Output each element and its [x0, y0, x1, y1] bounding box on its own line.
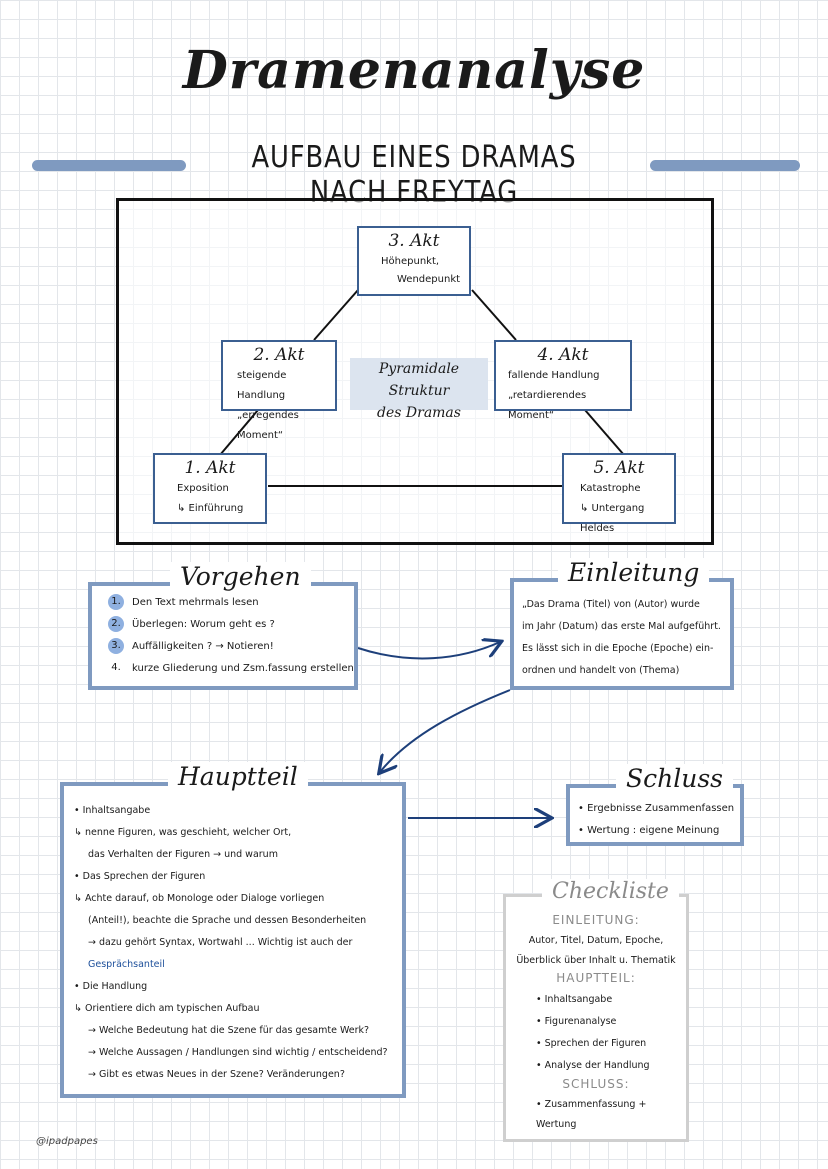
- schluss-line-2: • Wertung : eigene Meinung: [578, 825, 720, 836]
- akt3-head: 3. Akt: [388, 231, 440, 251]
- akt4-line-1: fallende Handlung: [508, 370, 600, 381]
- connector-4-5: [584, 409, 625, 456]
- vorgehen-item-2: 2.Überlegen: Worum geht es ?: [108, 614, 354, 636]
- einleitung-head: Einleitung: [558, 558, 710, 587]
- vorgehen-head: Vorgehen: [170, 562, 311, 591]
- akt2-head: 2. Akt: [253, 345, 305, 365]
- akt2-line-1: steigende Handlung: [237, 370, 287, 401]
- einleitung-line-4: ordnen und handelt von (Thema): [522, 665, 680, 676]
- hauptteil-line-2: ↳ nenne Figuren, was geschieht, welcher …: [74, 827, 292, 838]
- hauptteil-line-7: → dazu gehört Syntax, Wortwahl ... Wicht…: [88, 937, 353, 948]
- page-title: Dramenanalyse: [182, 40, 646, 101]
- checkliste-einleitung-line-1: Autor, Titel, Datum, Epoche,: [528, 935, 664, 946]
- checkliste-hauptteil-line-1: • Inhaltsangabe: [536, 994, 613, 1005]
- hauptteil-line-10: ↳ Orientiere dich am typischen Aufbau: [74, 1003, 260, 1014]
- checkliste-head: Checkliste: [542, 879, 679, 904]
- header-bar-left: [32, 160, 186, 171]
- einleitung-line-2: im Jahr (Datum) das erste Mal aufgeführt…: [522, 621, 721, 632]
- akt3-line-2: Wendepunkt: [397, 274, 461, 285]
- akt5-head: 5. Akt: [593, 458, 645, 478]
- checkliste-schluss-line-1: • Zusammenfassung + Wertung: [536, 1099, 647, 1130]
- akt1-head: 1. Akt: [184, 458, 236, 478]
- hauptteil-line-1: • Inhaltsangabe: [74, 805, 151, 816]
- checkliste-schluss-label: SCHLUSS:: [562, 1077, 630, 1091]
- akt2-line-2: „erregendes Moment“: [237, 410, 299, 441]
- arrow-vorgehen-einleitung: [357, 642, 500, 660]
- einleitung-line-3: Es lässt sich in die Epoche (Epoche) ein…: [522, 643, 714, 654]
- hauptteil-line-12: → Welche Aussagen / Handlungen sind wich…: [88, 1047, 388, 1058]
- hauptteil-line-6: (Anteil!), beachte die Sprache und desse…: [88, 915, 367, 926]
- vorgehen-item-4: 4.kurze Gliederung und Zsm.fassung erste…: [111, 662, 354, 674]
- einleitung-box: Einleitung „Das Drama (Titel) von (Autor…: [510, 558, 734, 690]
- akt5-box: 5. Akt Katastrophe ↳ Untergang Heldes: [562, 453, 676, 534]
- hauptteil-line-8: Gesprächsanteil: [88, 959, 165, 970]
- schluss-line-1: • Ergebnisse Zusammenfassen: [578, 803, 735, 814]
- akt5-line-2: ↳ Untergang Heldes: [580, 503, 645, 534]
- hauptteil-line-9: • Die Handlung: [74, 981, 148, 992]
- hauptteil-line-13: → Gibt es etwas Neues in der Szene? Verä…: [88, 1069, 345, 1080]
- checkliste-einleitung-label: EINLEITUNG:: [552, 913, 640, 927]
- pyramid-connectors: [219, 289, 625, 487]
- akt1-line-2: ↳ Einführung: [177, 503, 244, 514]
- hauptteil-line-3: das Verhalten der Figuren → und warum: [88, 849, 278, 860]
- checkliste-hauptteil-line-4: • Analyse der Handlung: [536, 1060, 650, 1071]
- connector-3-4: [471, 289, 517, 341]
- connector-2-3: [313, 289, 359, 341]
- hauptteil-box: Hauptteil • Inhaltsangabe ↳ nenne Figure…: [60, 762, 406, 1098]
- hauptteil-line-4: • Das Sprechen der Figuren: [74, 871, 206, 882]
- signature: @ipadpapes: [36, 1136, 98, 1147]
- vorgehen-item-1: 1.Den Text mehrmals lesen: [108, 592, 354, 614]
- pyramid-center-label: Pyramidale Struktur des Dramas: [350, 358, 488, 421]
- hauptteil-head: Hauptteil: [168, 762, 308, 791]
- pyramid-center-line-2: des Dramas: [377, 405, 461, 421]
- akt3-box: 3. Akt Höhepunkt, Wendepunkt: [357, 226, 471, 296]
- checkliste-box: Checkliste EINLEITUNG: Autor, Titel, Dat…: [503, 879, 689, 1142]
- pyramid-center-line-1: Pyramidale Struktur: [378, 361, 460, 399]
- page-subtitle: AUFBAU EINES DRAMAS NACH FREYTAG: [251, 140, 577, 210]
- akt4-head: 4. Akt: [537, 345, 589, 365]
- schluss-box: Schluss • Ergebnisse Zusammenfassen • We…: [566, 764, 744, 846]
- header-bar-right: [650, 160, 800, 171]
- akt5-line-1: Katastrophe: [580, 483, 641, 494]
- akt1-box: 1. Akt Exposition ↳ Einführung: [153, 453, 267, 524]
- checkliste-hauptteil-line-3: • Sprechen der Figuren: [536, 1038, 647, 1049]
- arrow-einleitung-hauptteil: [380, 689, 511, 772]
- hauptteil-line-11: → Welche Bedeutung hat die Szene für das…: [88, 1025, 370, 1036]
- akt3-line-1: Höhepunkt,: [381, 256, 440, 267]
- akt4-box: 4. Akt fallende Handlung „retardierendes…: [494, 340, 632, 421]
- vorgehen-box: Vorgehen 1.Den Text mehrmals lesen 2.Übe…: [88, 562, 358, 690]
- hauptteil-line-5: ↳ Achte darauf, ob Monologe oder Dialoge…: [74, 893, 325, 904]
- akt4-line-2: „retardierendes Moment“: [508, 390, 587, 421]
- checkliste-hauptteil-label: HAUPTTEIL:: [556, 971, 636, 985]
- connector-1-2: [219, 409, 259, 456]
- checkliste-einleitung-line-2: Überblick über Inhalt u. Thematik: [516, 955, 676, 966]
- einleitung-line-1: „Das Drama (Titel) von (Autor) wurde: [522, 599, 700, 610]
- akt1-line-1: Exposition: [177, 483, 229, 494]
- vorgehen-item-3: 3.Auffälligkeiten ? → Notieren!: [108, 636, 354, 658]
- schluss-head: Schluss: [616, 764, 733, 793]
- checkliste-hauptteil-line-2: • Figurenanalyse: [536, 1016, 617, 1027]
- akt2-box: 2. Akt steigende Handlung „erregendes Mo…: [221, 340, 337, 441]
